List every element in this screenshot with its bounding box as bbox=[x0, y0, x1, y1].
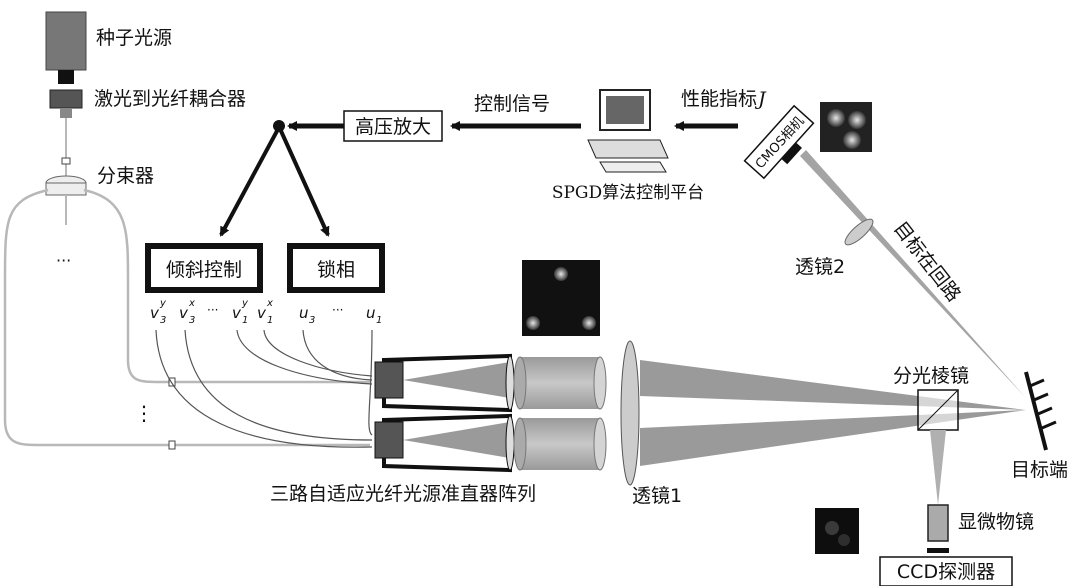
beam-splitter-label: 分光棱镜 bbox=[893, 365, 969, 387]
beam-cylinder-lower bbox=[514, 418, 606, 470]
tilt-var-2: v bbox=[179, 304, 189, 322]
fiber-dots-h: ··· bbox=[56, 251, 71, 270]
tilt-control-label: 倾斜控制 bbox=[166, 259, 242, 281]
fiber-coupler bbox=[50, 90, 82, 118]
tilt-var-4: v bbox=[257, 304, 267, 322]
control-signal-label: 控制信号 bbox=[474, 93, 550, 115]
tilt-var-1-sub: 3 bbox=[160, 315, 166, 326]
tilt-var-1: v bbox=[150, 304, 160, 322]
cmos-image-thumbnail bbox=[820, 102, 872, 152]
phase-lock-label: 锁相 bbox=[317, 259, 355, 281]
arrow-node-to-phase bbox=[281, 131, 328, 235]
spgd-label: SPGD算法控制平台 bbox=[552, 183, 704, 203]
perf-index-label: 性能指标 bbox=[681, 88, 757, 110]
phase-var-2: u bbox=[366, 304, 376, 322]
phase-var-1-sub: 3 bbox=[309, 315, 315, 326]
control-node bbox=[273, 120, 285, 132]
tilt-channel-labels: v 3 y v 3 x ··· v 1 y v 1 x bbox=[150, 298, 273, 326]
beam-cylinder-upper bbox=[514, 357, 606, 409]
hv-amp-label: 高压放大 bbox=[355, 116, 431, 138]
fiber-connector-lower bbox=[169, 441, 175, 449]
tilt-var-4-sub: 1 bbox=[267, 315, 273, 326]
control-wires bbox=[156, 330, 372, 447]
microscope-objective bbox=[928, 505, 948, 541]
tilt-var-4-sup: x bbox=[266, 298, 273, 309]
ccd-sensor bbox=[927, 548, 949, 553]
fiber-connector bbox=[62, 158, 70, 164]
ccd-label: CCD探测器 bbox=[897, 561, 995, 583]
microscope-label: 显微物镜 bbox=[958, 511, 1034, 533]
beam-splitter-fiber bbox=[46, 176, 86, 195]
phase-channel-labels: u 3 ··· u 1 bbox=[299, 303, 382, 326]
beam-to-ccd bbox=[930, 430, 946, 505]
collimator-lower bbox=[375, 416, 514, 470]
tilt-var-2-sup: x bbox=[188, 298, 195, 309]
seed-source-label: 种子光源 bbox=[96, 27, 172, 49]
tilt-var-2-sub: 3 bbox=[189, 315, 195, 326]
seed-source bbox=[46, 12, 86, 84]
tilt-var-dots: ··· bbox=[207, 303, 218, 317]
phase-var-1: u bbox=[299, 304, 309, 322]
tilt-var-1-sup: y bbox=[159, 298, 167, 309]
tilt-var-3: v bbox=[232, 304, 242, 322]
cmos-camera: CMOS相机 bbox=[745, 106, 820, 184]
collimator-upper bbox=[375, 356, 514, 410]
arrow-node-to-tilt bbox=[221, 131, 277, 235]
lens1-label: 透镜1 bbox=[632, 485, 682, 507]
target-end-label: 目标端 bbox=[1011, 459, 1068, 481]
beam-lower bbox=[640, 410, 1026, 466]
lens1-shape bbox=[621, 341, 639, 485]
target-end bbox=[1026, 372, 1056, 450]
tilt-var-3-sub: 1 bbox=[242, 315, 248, 326]
phase-var-2-sub: 1 bbox=[376, 315, 382, 326]
near-field-pattern bbox=[522, 260, 600, 336]
array-label: 三路自适应光纤光源准直器阵列 bbox=[270, 483, 536, 505]
lens2-label: 透镜2 bbox=[795, 256, 845, 278]
ccd-image-thumbnail bbox=[815, 508, 859, 554]
splitter-label: 分束器 bbox=[97, 165, 154, 187]
tilt-var-3-sup: y bbox=[241, 298, 249, 309]
coupler-label: 激光到光纤耦合器 bbox=[94, 88, 246, 110]
beam-splitter-cube bbox=[918, 390, 958, 430]
fiber-dots-v: ⋮ bbox=[134, 401, 154, 425]
phase-var-dots: ··· bbox=[332, 303, 343, 317]
computer-icon bbox=[588, 90, 668, 172]
